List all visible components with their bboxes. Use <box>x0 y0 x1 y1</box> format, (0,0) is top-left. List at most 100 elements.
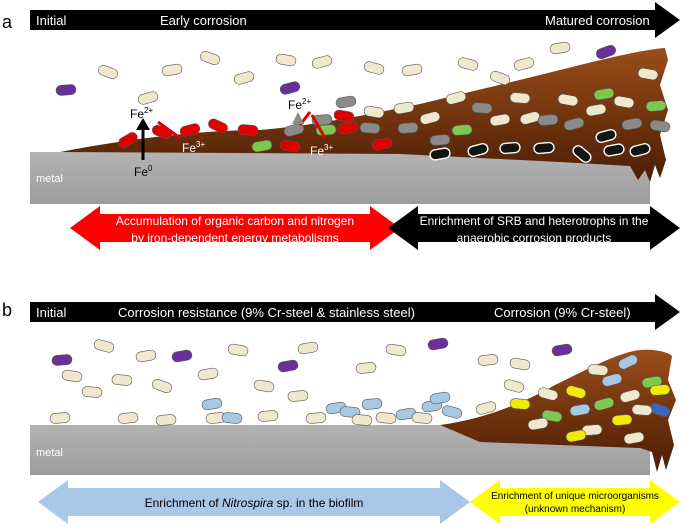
bacterium-cell <box>397 122 419 134</box>
bacterium-cell <box>623 431 645 445</box>
bacterium-cell <box>335 95 357 109</box>
yellow-arrow-line1: Enrichment of unique microorganisms <box>491 491 659 502</box>
bacterium-cell <box>93 339 115 353</box>
bacterium-cell <box>257 410 279 422</box>
bacterium-cell <box>237 124 259 136</box>
bacterium-cell <box>509 398 531 410</box>
bacterium-cell <box>253 379 275 393</box>
bacterium-cell <box>117 412 139 424</box>
timeline-a-end: Matured corrosion <box>545 13 650 28</box>
cells-a <box>55 41 671 163</box>
fe3-label-2: Fe3+ <box>310 143 333 158</box>
bacterium-cell <box>619 389 641 403</box>
bacterium-cell <box>451 124 473 136</box>
bacterium-cell <box>565 429 587 443</box>
bacterium-cell <box>351 414 373 426</box>
bacterium-cell <box>385 343 407 357</box>
bacterium-cell <box>305 412 327 424</box>
bacterium-cell <box>551 343 573 357</box>
bacterium-cell <box>419 111 441 125</box>
bacterium-cell <box>233 71 255 85</box>
bacterium-cell <box>471 102 493 114</box>
bacterium-cell <box>363 61 385 75</box>
bacterium-cell <box>179 123 201 137</box>
bacterium-cell <box>55 84 77 96</box>
red-arrow-line2: by iron-dependent energy metabolisms <box>131 231 338 245</box>
fe0-label: Fe0 <box>134 164 153 179</box>
bacterium-cell <box>467 143 489 157</box>
bacterium-cell <box>200 50 220 66</box>
bacterium-cell <box>427 337 449 351</box>
bacterium-cell <box>337 121 359 135</box>
bacterium-cell <box>287 390 309 402</box>
bacterium-cell <box>527 417 549 431</box>
cells-b <box>49 337 671 445</box>
bacterium-cell <box>499 141 521 155</box>
bacterium-cell <box>275 53 297 67</box>
red-double-arrow-a: Accumulation of organic carbon and nitro… <box>70 206 400 250</box>
black-arrow-line1: Enrichment of SRB and heterotrophs in th… <box>420 214 649 228</box>
bacterium-cell <box>61 369 83 383</box>
bacterium-cell <box>533 141 555 155</box>
bacterium-cell <box>618 354 638 370</box>
yellow-arrow-line2: (unknown mechanism) <box>525 504 626 515</box>
bacterium-cell <box>593 87 615 101</box>
bacterium-cell <box>411 412 433 424</box>
bacterium-cell <box>359 122 381 134</box>
bacterium-cell <box>355 362 377 374</box>
blue-arrow-text: Enrichment of Nitrospira sp. in the biof… <box>145 496 364 510</box>
fe3-label-1: Fe3+ <box>182 140 205 155</box>
bacterium-cell <box>637 67 659 81</box>
timeline-b-start: Initial <box>36 305 66 320</box>
bacterium-cell <box>613 95 635 109</box>
bacterium-cell <box>135 349 157 363</box>
bacterium-cell <box>395 407 417 421</box>
bacterium-cell <box>513 57 535 71</box>
bacterium-cell <box>333 109 355 123</box>
bacterium-cell <box>649 119 671 133</box>
bacterium-cell <box>401 63 423 77</box>
bacterium-cell <box>541 409 563 423</box>
bacterium-cell <box>429 134 451 146</box>
panel-a: a Initial Early corrosion Matured corros… <box>2 2 680 250</box>
bacterium-cell <box>557 93 579 107</box>
bacterium-cell <box>201 397 223 411</box>
bacterium-cell <box>569 403 591 417</box>
bacterium-cell <box>593 397 615 411</box>
bacterium-cell <box>361 398 383 410</box>
panel-a-label: a <box>2 12 13 32</box>
bacterium-cell <box>279 81 301 95</box>
bacterium-cell <box>98 64 118 80</box>
bacterium-cell <box>227 343 249 357</box>
bacterium-cell <box>490 70 510 86</box>
bacterium-cell <box>251 139 273 153</box>
bacterium-cell <box>171 349 193 363</box>
bacterium-cell <box>596 44 616 60</box>
bacterium-cell <box>537 387 559 401</box>
timeline-a-start: Initial <box>36 13 66 28</box>
bacterium-cell <box>277 359 299 373</box>
bacterium-cell <box>363 105 385 119</box>
bacterium-cell <box>161 63 183 77</box>
bacterium-cell <box>221 412 243 424</box>
bacterium-cell <box>208 118 228 134</box>
bacterium-cell <box>393 101 415 115</box>
blue-double-arrow-b: Enrichment of Nitrospira sp. in the biof… <box>38 480 470 524</box>
bacterium-cell <box>49 412 71 424</box>
bacterium-cell <box>603 143 625 157</box>
bacterium-cell <box>197 367 219 381</box>
timeline-b-end: Corrosion (9% Cr-steel) <box>494 305 631 320</box>
bacterium-cell <box>601 373 623 387</box>
bacterium-cell <box>565 385 587 399</box>
bacterium-cell <box>111 374 133 386</box>
yellow-double-arrow-b: Enrichment of unique microorganisms (unk… <box>470 480 680 524</box>
fe2-label-1: Fe2+ <box>130 106 153 121</box>
panel-b: b Initial Corrosion resistance (9% Cr-st… <box>2 294 680 524</box>
bacterium-cell <box>137 91 159 105</box>
bacterium-cell <box>311 55 333 69</box>
metal-label-b: metal <box>36 447 63 459</box>
panel-b-label: b <box>2 300 12 320</box>
fe2-label-2: Fe2+ <box>288 97 311 112</box>
iron-chemistry: Fe2+ Fe3+ Fe0 Fe2+ Fe3+ <box>130 97 333 179</box>
